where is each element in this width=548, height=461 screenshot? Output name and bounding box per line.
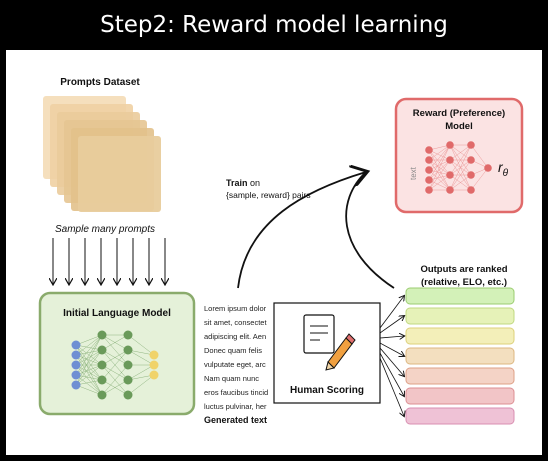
reward-model-network	[425, 141, 492, 194]
generated-line: vulputate eget, arc	[204, 360, 266, 369]
output-bar	[405, 287, 515, 305]
initial-lm-network	[71, 330, 159, 400]
reward-input-label: text	[409, 166, 418, 180]
diagram-canvas: Prompts Dataset Sample many prompts	[6, 50, 542, 455]
train-pairs-label: {sample, reward} pairs	[226, 190, 311, 200]
initial-lm-label: Initial Language Model	[63, 308, 171, 319]
generated-text-label: Generated text	[204, 415, 267, 425]
output-bar	[405, 367, 515, 385]
output-bar	[405, 407, 515, 425]
output-bar	[405, 387, 515, 405]
train-arrow-right	[345, 171, 395, 289]
diagram-svg: Prompts Dataset Sample many prompts	[38, 77, 524, 425]
sample-arrows	[53, 238, 165, 284]
slide-title: Step2: Reward model learning	[100, 12, 448, 38]
document-pencil-icon	[303, 314, 356, 371]
generated-line: Nam quam nunc	[204, 374, 259, 383]
prompts-dataset-label: Prompts Dataset	[60, 77, 140, 88]
sample-prompts-label: Sample many prompts	[55, 224, 155, 235]
prompts-stack	[43, 96, 161, 212]
outputs-ranked-label: Outputs are ranked	[420, 264, 507, 275]
generated-line: luctus pulvinar, her	[204, 402, 267, 411]
reward-model-label: Reward (Preference)	[413, 108, 505, 119]
output-bar	[405, 347, 515, 365]
generated-line: eros faucibus tincid	[204, 388, 268, 397]
generated-line: Donec quam felis	[204, 346, 262, 355]
reward-model-box	[394, 97, 524, 214]
output-bar	[405, 307, 515, 325]
reward-model-sublabel: Model	[445, 121, 472, 132]
generated-line: adipiscing elit. Aen	[204, 332, 266, 341]
generated-text-block: Lorem ipsum dolor sit amet, consectet ad…	[204, 304, 268, 411]
human-scoring-label: Human Scoring	[290, 385, 364, 396]
output-bar	[405, 327, 515, 345]
generated-line: Lorem ipsum dolor	[204, 304, 267, 313]
generated-line: sit amet, consectet	[204, 318, 267, 327]
reward-output-symbol: rθ	[498, 159, 509, 179]
outputs-ranked-sublabel: (relative, ELO, etc.)	[421, 277, 507, 288]
ranking-arrows	[379, 296, 404, 416]
output-bars	[405, 287, 515, 425]
train-arrow-left	[237, 172, 366, 289]
train-label: Train on	[226, 178, 260, 188]
